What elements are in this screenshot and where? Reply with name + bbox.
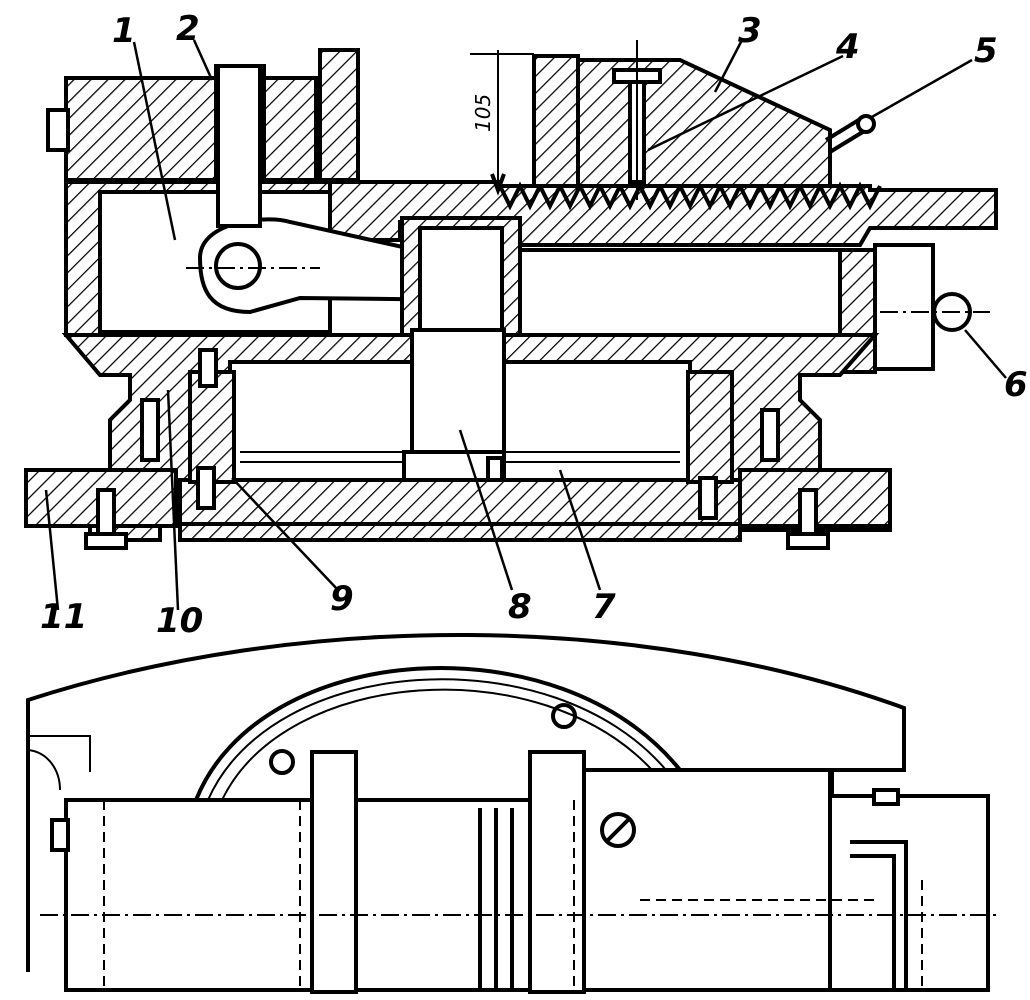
cylinder-wall-left	[188, 370, 236, 484]
fixed-jaw-block	[64, 76, 218, 182]
label-9: 9	[330, 579, 354, 619]
plan-end	[828, 794, 990, 992]
ring-clamp-left	[269, 749, 295, 775]
rotary-ring-outer	[194, 665, 682, 801]
label-10: 10	[156, 601, 203, 641]
label-8: 8	[508, 587, 532, 627]
slide-cavity	[518, 248, 842, 337]
mount-bolts	[84, 348, 830, 550]
handle-pin	[824, 116, 868, 154]
dimension-label: 105	[471, 94, 495, 132]
handle-pin-end	[856, 114, 876, 134]
section-view: 105 1 2 3 4 5 6 7 8 9 10 11	[24, 9, 1028, 641]
plan-view	[26, 632, 1000, 994]
label-4: 4	[835, 27, 860, 67]
label-6: 6	[1004, 365, 1028, 405]
base-plate	[178, 478, 742, 526]
plan-center	[354, 798, 534, 992]
rotary-ring-inner	[221, 688, 653, 801]
label-1: 1	[112, 11, 136, 51]
label-7: 7	[592, 587, 616, 627]
jaw-insert-left	[318, 48, 360, 182]
label-2: 2	[176, 9, 200, 49]
label-11: 11	[40, 597, 87, 637]
cylinder-wall-right	[686, 370, 734, 484]
plan-jaw-left	[310, 750, 358, 994]
lever-pivot	[214, 242, 262, 290]
end-cap	[873, 243, 935, 371]
leader-lines	[44, 39, 1007, 611]
screw-head-left	[46, 108, 70, 152]
screw-head-slotted	[600, 812, 636, 848]
jaw-bolt	[612, 40, 662, 200]
plan-side-screw	[50, 818, 70, 852]
dimension-105: 105	[470, 50, 534, 196]
plan-jaw-right	[528, 750, 586, 994]
jaw-insert-right	[532, 54, 580, 188]
label-5: 5	[974, 31, 998, 71]
plan-handle-rod	[872, 788, 900, 806]
label-3: 3	[738, 11, 762, 51]
plan-handle	[850, 840, 908, 990]
arched-base	[26, 632, 906, 972]
plan-body-left	[64, 798, 324, 992]
plan-body-right	[582, 768, 832, 992]
rack-teeth	[498, 181, 882, 211]
socket-bore	[418, 226, 504, 338]
ring-clamp-right	[551, 703, 577, 729]
